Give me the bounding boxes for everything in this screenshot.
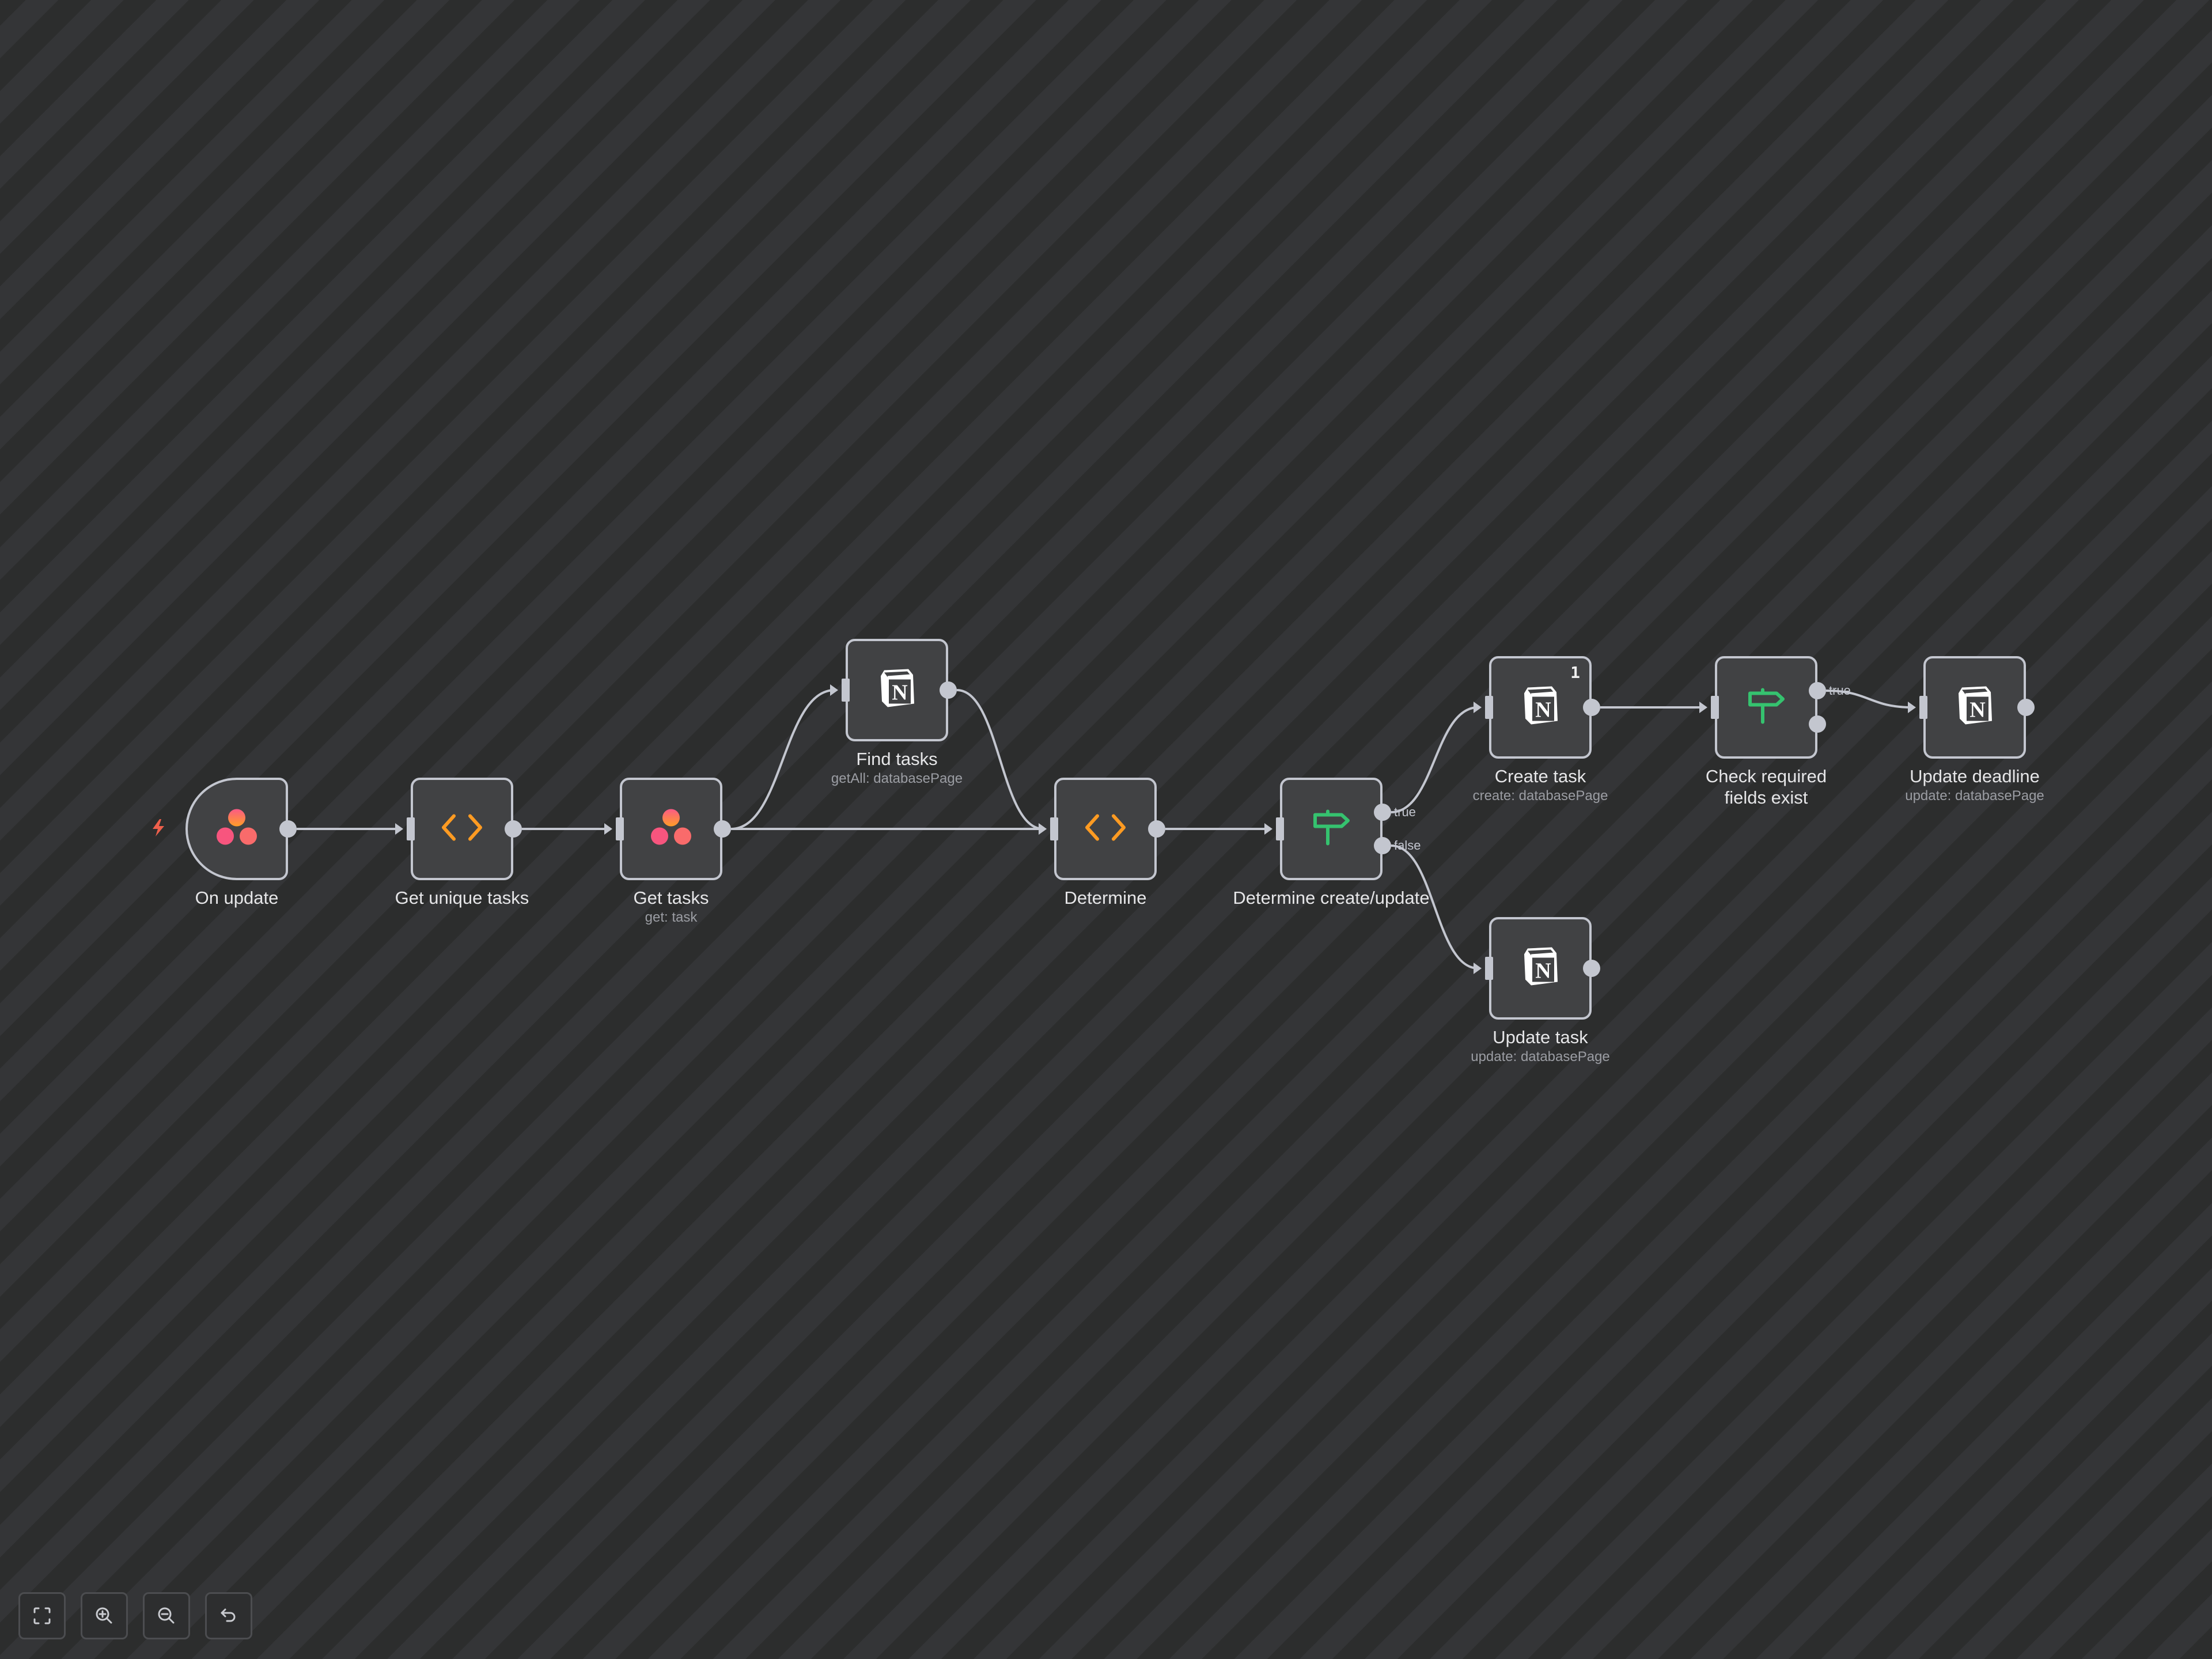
node-update-deadline[interactable]: N [1923,656,2026,759]
input-handle[interactable] [1919,696,1927,719]
output-handle[interactable] [1809,715,1826,733]
zoom-in-icon [96,1607,112,1624]
output-handle[interactable] [1374,804,1391,821]
arrowhead-icon [830,684,838,696]
arrowhead-icon [1699,702,1707,713]
fit-view-icon [33,1607,51,1624]
node-title: Get unique tasks [395,888,529,908]
output-handle[interactable] [714,820,731,838]
notion-icon: N [1954,685,1995,730]
node-determine-create-update[interactable] [1280,778,1382,880]
node-subtitle: get: task [645,910,698,925]
run-count-badge: 1 [1570,663,1580,682]
node-check-required-fields[interactable] [1715,656,1817,759]
node-subtitle: create: databasePage [1472,788,1608,804]
output-handle[interactable] [505,820,522,838]
svg-text:N: N [892,681,907,705]
node-title: Check required fields exist [1705,766,1827,808]
node-title: Get tasks [633,888,709,908]
node-on-update[interactable] [185,778,288,880]
asana-icon [216,809,257,850]
input-handle[interactable] [1485,957,1493,980]
output-handle[interactable] [1809,682,1826,699]
output-label-true: true [1394,805,1416,819]
zoom-out-button[interactable] [143,1592,190,1639]
arrowhead-icon [395,823,403,835]
node-title: Determine create/update [1233,888,1430,908]
notion-icon: N [1520,946,1561,991]
asana-icon [650,809,692,850]
input-handle[interactable] [407,817,415,840]
arrowhead-icon [1039,823,1047,835]
arrowhead-icon [1908,702,1916,713]
fit-view-button[interactable] [18,1592,66,1639]
node-title: Determine [1064,888,1147,908]
arrowhead-icon [1039,823,1047,835]
output-handle[interactable] [940,681,957,699]
canvas-controls [18,1592,252,1639]
lightning-bolt-icon [149,818,168,840]
signpost-icon [1747,688,1786,728]
node-subtitle: getAll: databasePage [831,771,963,786]
zoom-out-icon [158,1607,175,1624]
notion-icon: N [1520,685,1561,730]
output-label-false: false [1394,838,1421,853]
output-label-true: true [1829,683,1851,698]
output-handle[interactable] [1148,820,1165,838]
output-handle[interactable] [1374,837,1391,854]
svg-text:N: N [1535,959,1551,983]
arrowhead-icon [1474,702,1482,713]
node-get-unique-tasks[interactable] [411,778,513,880]
arrowhead-icon [1264,823,1272,835]
input-handle[interactable] [1711,696,1719,719]
svg-text:N: N [1969,698,1985,722]
output-handle[interactable] [2017,699,2035,716]
node-subtitle: update: databasePage [1905,788,2044,804]
node-title: Update task [1493,1027,1588,1047]
input-handle[interactable] [1485,696,1493,719]
node-subtitle: update: databasePage [1471,1049,1610,1065]
arrowhead-icon [1474,963,1482,974]
code-icon [441,814,483,844]
notion-icon: N [876,668,918,713]
node-get-tasks[interactable] [620,778,722,880]
node-find-tasks[interactable]: N [846,639,948,741]
node-title: Create task [1494,766,1586,786]
node-title: Find tasks [856,749,938,769]
input-handle[interactable] [842,679,850,702]
svg-text:N: N [1535,698,1551,722]
arrowhead-icon [604,823,612,835]
output-handle[interactable] [1583,699,1600,716]
input-handle[interactable] [1276,817,1284,840]
node-title: On update [195,888,279,908]
signpost-icon [1312,809,1351,849]
output-handle[interactable] [1583,960,1600,977]
reset-zoom-button[interactable] [205,1592,252,1639]
zoom-in-button[interactable] [81,1592,128,1639]
input-handle[interactable] [616,817,624,840]
node-update-task[interactable]: N [1489,917,1592,1020]
input-handle[interactable] [1050,817,1058,840]
node-determine[interactable] [1054,778,1157,880]
node-title: Update deadline [1910,766,2040,786]
output-handle[interactable] [279,820,297,838]
undo-icon [221,1608,236,1622]
code-icon [1085,814,1126,844]
